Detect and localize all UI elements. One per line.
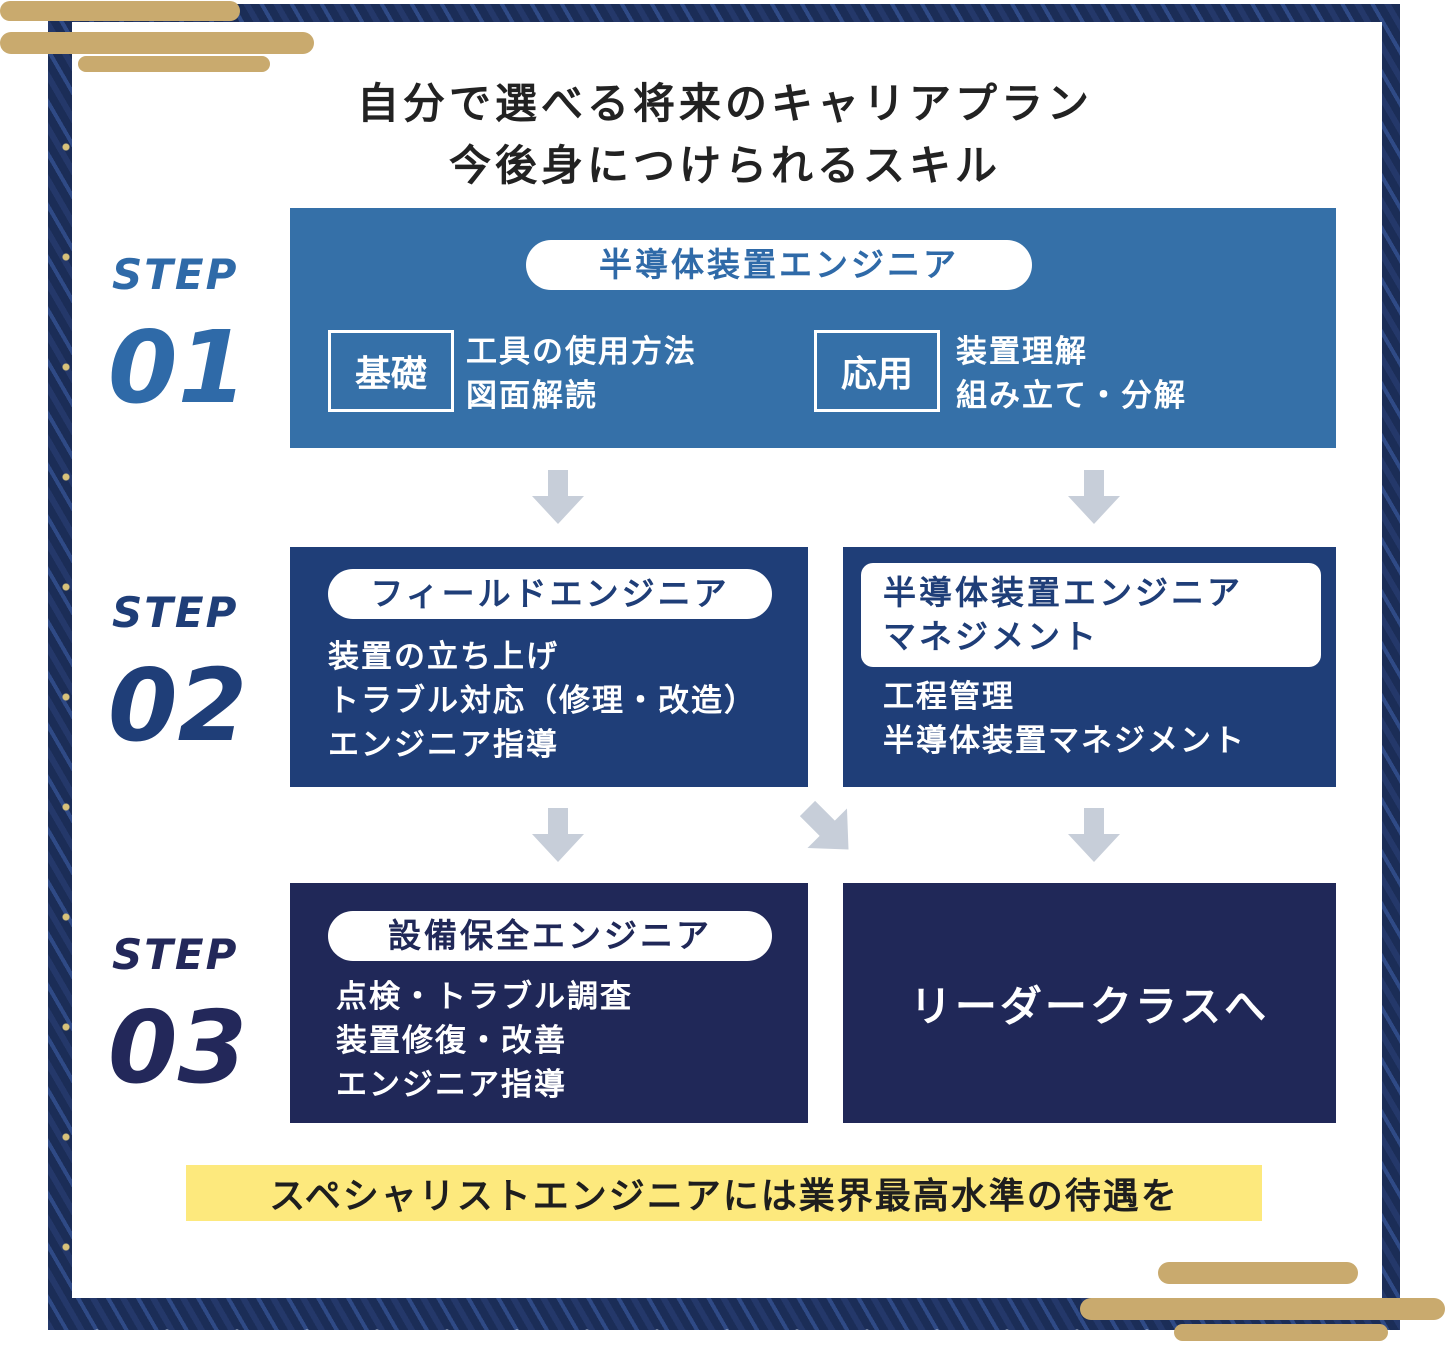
skill-item: トラブル対応（修理・改造） — [328, 683, 757, 719]
gold-cloud-decoration-bottom-right — [1158, 1262, 1358, 1284]
diagonal-arrow-icon — [800, 800, 849, 850]
basic-skill-item: 工具の使用方法 — [466, 334, 697, 370]
step-2-right-role-pill: 半導体装置エンジニア マネジメント — [861, 563, 1321, 667]
step-1-box: 半導体装置エンジニア 基礎 工具の使用方法 図面解読 応用 装置理解 組み立て・… — [290, 208, 1336, 448]
leader-class-text: リーダークラスへ — [909, 981, 1270, 1031]
step-1-role-pill: 半導体装置エンジニア — [526, 240, 1032, 290]
skill-item: 装置修復・改善 — [336, 1023, 567, 1059]
basic-skill-item: 図面解読 — [466, 378, 598, 414]
step-3-right-box: リーダークラスへ — [843, 883, 1336, 1123]
step-2-left-box: フィールドエンジニア 装置の立ち上げ トラブル対応（修理・改造） エンジニア指導 — [290, 547, 808, 787]
skill-item: 工程管理 — [883, 679, 1015, 715]
role-line: マネジメント — [883, 617, 1099, 656]
step-2-right-box: 半導体装置エンジニア マネジメント 工程管理 半導体装置マネジメント — [843, 547, 1336, 787]
gold-cloud-decoration-top-left — [0, 32, 314, 54]
down-arrow-icon — [532, 470, 584, 524]
applied-skills: 装置理解 組み立て・分解 — [956, 330, 1187, 418]
skill-item: 半導体装置マネジメント — [883, 723, 1246, 759]
gold-cloud-decoration-top-left — [0, 1, 240, 21]
applied-skill-item: 装置理解 — [956, 334, 1088, 370]
title-line-2: 今後身につけられるスキル — [448, 141, 1001, 190]
title-line-1: 自分で選べる将来のキャリアプラン — [356, 79, 1093, 128]
gold-cloud-decoration-bottom-right — [1174, 1324, 1388, 1341]
step-3-left-skills: 点検・トラブル調査 装置修復・改善 エンジニア指導 — [336, 975, 633, 1107]
step-3-label: STEP — [112, 930, 239, 979]
step-2-right-skills: 工程管理 半導体装置マネジメント — [883, 675, 1246, 763]
step-2-number: 02 — [108, 647, 248, 764]
gold-cloud-decoration-top-left — [78, 56, 270, 72]
role-line: 半導体装置エンジニア — [883, 573, 1243, 612]
gold-cloud-decoration-bottom-right — [1080, 1298, 1445, 1320]
step-1-label: STEP — [112, 250, 239, 299]
down-arrow-icon — [1068, 808, 1120, 862]
skill-item: 装置の立ち上げ — [328, 639, 559, 675]
step-2-left-role-pill: フィールドエンジニア — [328, 569, 772, 619]
skill-item: 点検・トラブル調査 — [336, 979, 633, 1015]
skill-item: エンジニア指導 — [336, 1067, 567, 1103]
step-3-left-box: 設備保全エンジニア 点検・トラブル調査 装置修復・改善 エンジニア指導 — [290, 883, 808, 1123]
down-arrow-icon — [1068, 470, 1120, 524]
step-3-left-role-pill: 設備保全エンジニア — [328, 911, 772, 961]
step-2-left-skills: 装置の立ち上げ トラブル対応（修理・改造） エンジニア指導 — [328, 635, 757, 767]
bottom-highlight-note: スペシャリストエンジニアには業界最高水準の待遇を — [186, 1165, 1262, 1221]
basic-skills: 工具の使用方法 図面解読 — [466, 330, 697, 418]
step-3-number: 03 — [108, 989, 248, 1106]
basic-tag: 基礎 — [328, 330, 454, 412]
step-2-label: STEP — [112, 588, 239, 637]
applied-skill-item: 組み立て・分解 — [956, 378, 1187, 414]
applied-tag: 応用 — [814, 330, 940, 412]
step-1-number: 01 — [108, 309, 248, 426]
skill-item: エンジニア指導 — [328, 727, 559, 763]
down-arrow-icon — [532, 808, 584, 862]
